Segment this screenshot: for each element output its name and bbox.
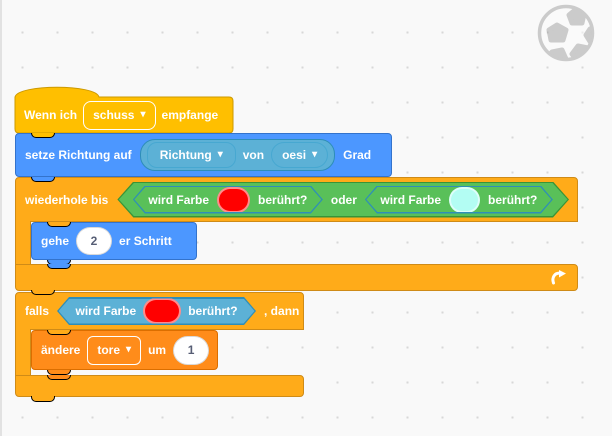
set-direction-block[interactable]: setze Richtung auf Richtung ▾ von oesi ▾… bbox=[15, 133, 392, 177]
then-label: , dann bbox=[264, 304, 300, 318]
move-steps-prefix: gehe bbox=[41, 234, 70, 248]
set-direction-prefix: setze Richtung auf bbox=[25, 148, 132, 162]
reporter-of-label: von bbox=[242, 148, 265, 162]
touching-color-block[interactable]: wird Farbe berührt? bbox=[57, 297, 256, 325]
if-then-block[interactable]: falls wird Farbe berührt? , dann bbox=[15, 292, 304, 330]
touching-color-suffix: berührt? bbox=[488, 192, 538, 207]
block-notch bbox=[47, 222, 71, 227]
loop-arrow-icon bbox=[551, 270, 566, 285]
repeat-until-block[interactable]: wiederhole bis wird Farbe berührt? oder … bbox=[15, 177, 578, 222]
chevron-down-icon: ▾ bbox=[312, 149, 318, 160]
touching-color-prefix: wird Farbe bbox=[148, 192, 210, 207]
chevron-down-icon: ▾ bbox=[217, 149, 223, 160]
repeat-until-spine[interactable] bbox=[15, 221, 31, 265]
workspace-left-edge bbox=[0, 0, 2, 436]
change-variable-block[interactable]: ändere tore ▾ um 1 bbox=[31, 330, 218, 370]
block-nub bbox=[31, 290, 55, 295]
message-dropdown[interactable]: schuss ▾ bbox=[83, 100, 156, 130]
when-receive-text-after: empfange bbox=[161, 108, 219, 122]
repeat-until-label: wiederhole bis bbox=[25, 192, 109, 207]
move-steps-suffix: er Schritt bbox=[119, 234, 172, 248]
block-nub bbox=[47, 264, 71, 269]
color-swatch[interactable] bbox=[143, 298, 181, 324]
sprite-dropdown[interactable]: oesi ▾ bbox=[271, 142, 329, 168]
block-nub bbox=[31, 396, 55, 402]
block-nub bbox=[31, 177, 55, 182]
variable-dropdown-value: tore bbox=[97, 343, 121, 357]
change-variable-prefix: ändere bbox=[41, 343, 81, 357]
block-nub bbox=[47, 375, 71, 380]
variable-dropdown[interactable]: tore ▾ bbox=[87, 335, 142, 365]
when-receive-text-before: Wenn ich bbox=[24, 108, 78, 122]
direction-of-reporter[interactable]: Richtung ▾ von oesi ▾ bbox=[139, 139, 336, 171]
property-dropdown-value: Richtung bbox=[159, 148, 212, 162]
touching-color-suffix: berührt? bbox=[258, 192, 308, 207]
touching-color-left-block[interactable]: wird Farbe berührt? bbox=[133, 186, 323, 214]
if-then-arm[interactable] bbox=[15, 375, 304, 397]
block-nub bbox=[31, 133, 55, 138]
touching-color-prefix: wird Farbe bbox=[380, 192, 442, 207]
repeat-until-arm[interactable] bbox=[15, 264, 578, 291]
if-label: falls bbox=[25, 304, 50, 318]
or-operator-block[interactable]: wird Farbe berührt? oder wird Farbe berü… bbox=[117, 182, 569, 218]
or-operator-label: oder bbox=[330, 192, 357, 207]
color-swatch[interactable] bbox=[217, 187, 250, 213]
chevron-down-icon: ▾ bbox=[140, 109, 146, 120]
block-notch bbox=[47, 330, 71, 335]
message-dropdown-value: schuss bbox=[93, 108, 135, 122]
sprite-dropdown-value: oesi bbox=[282, 148, 307, 162]
if-then-spine[interactable] bbox=[15, 329, 31, 375]
chevron-down-icon: ▾ bbox=[126, 344, 132, 355]
change-variable-middle: um bbox=[148, 343, 167, 357]
move-steps-block[interactable]: gehe 2 er Schritt bbox=[31, 222, 197, 260]
when-i-receive-block[interactable]: Wenn ich schuss ▾ empfange bbox=[15, 97, 233, 133]
set-direction-suffix: Grad bbox=[343, 148, 372, 162]
touching-color-prefix: wird Farbe bbox=[75, 304, 137, 318]
soccer-ball-watermark-icon bbox=[537, 4, 595, 62]
touching-color-right-block[interactable]: wird Farbe berührt? bbox=[365, 186, 553, 214]
steps-input[interactable]: 2 bbox=[76, 227, 113, 255]
touching-color-suffix: berührt? bbox=[188, 304, 238, 318]
amount-input[interactable]: 1 bbox=[173, 335, 210, 365]
color-swatch[interactable] bbox=[449, 187, 480, 213]
property-dropdown[interactable]: Richtung ▾ bbox=[146, 142, 236, 168]
